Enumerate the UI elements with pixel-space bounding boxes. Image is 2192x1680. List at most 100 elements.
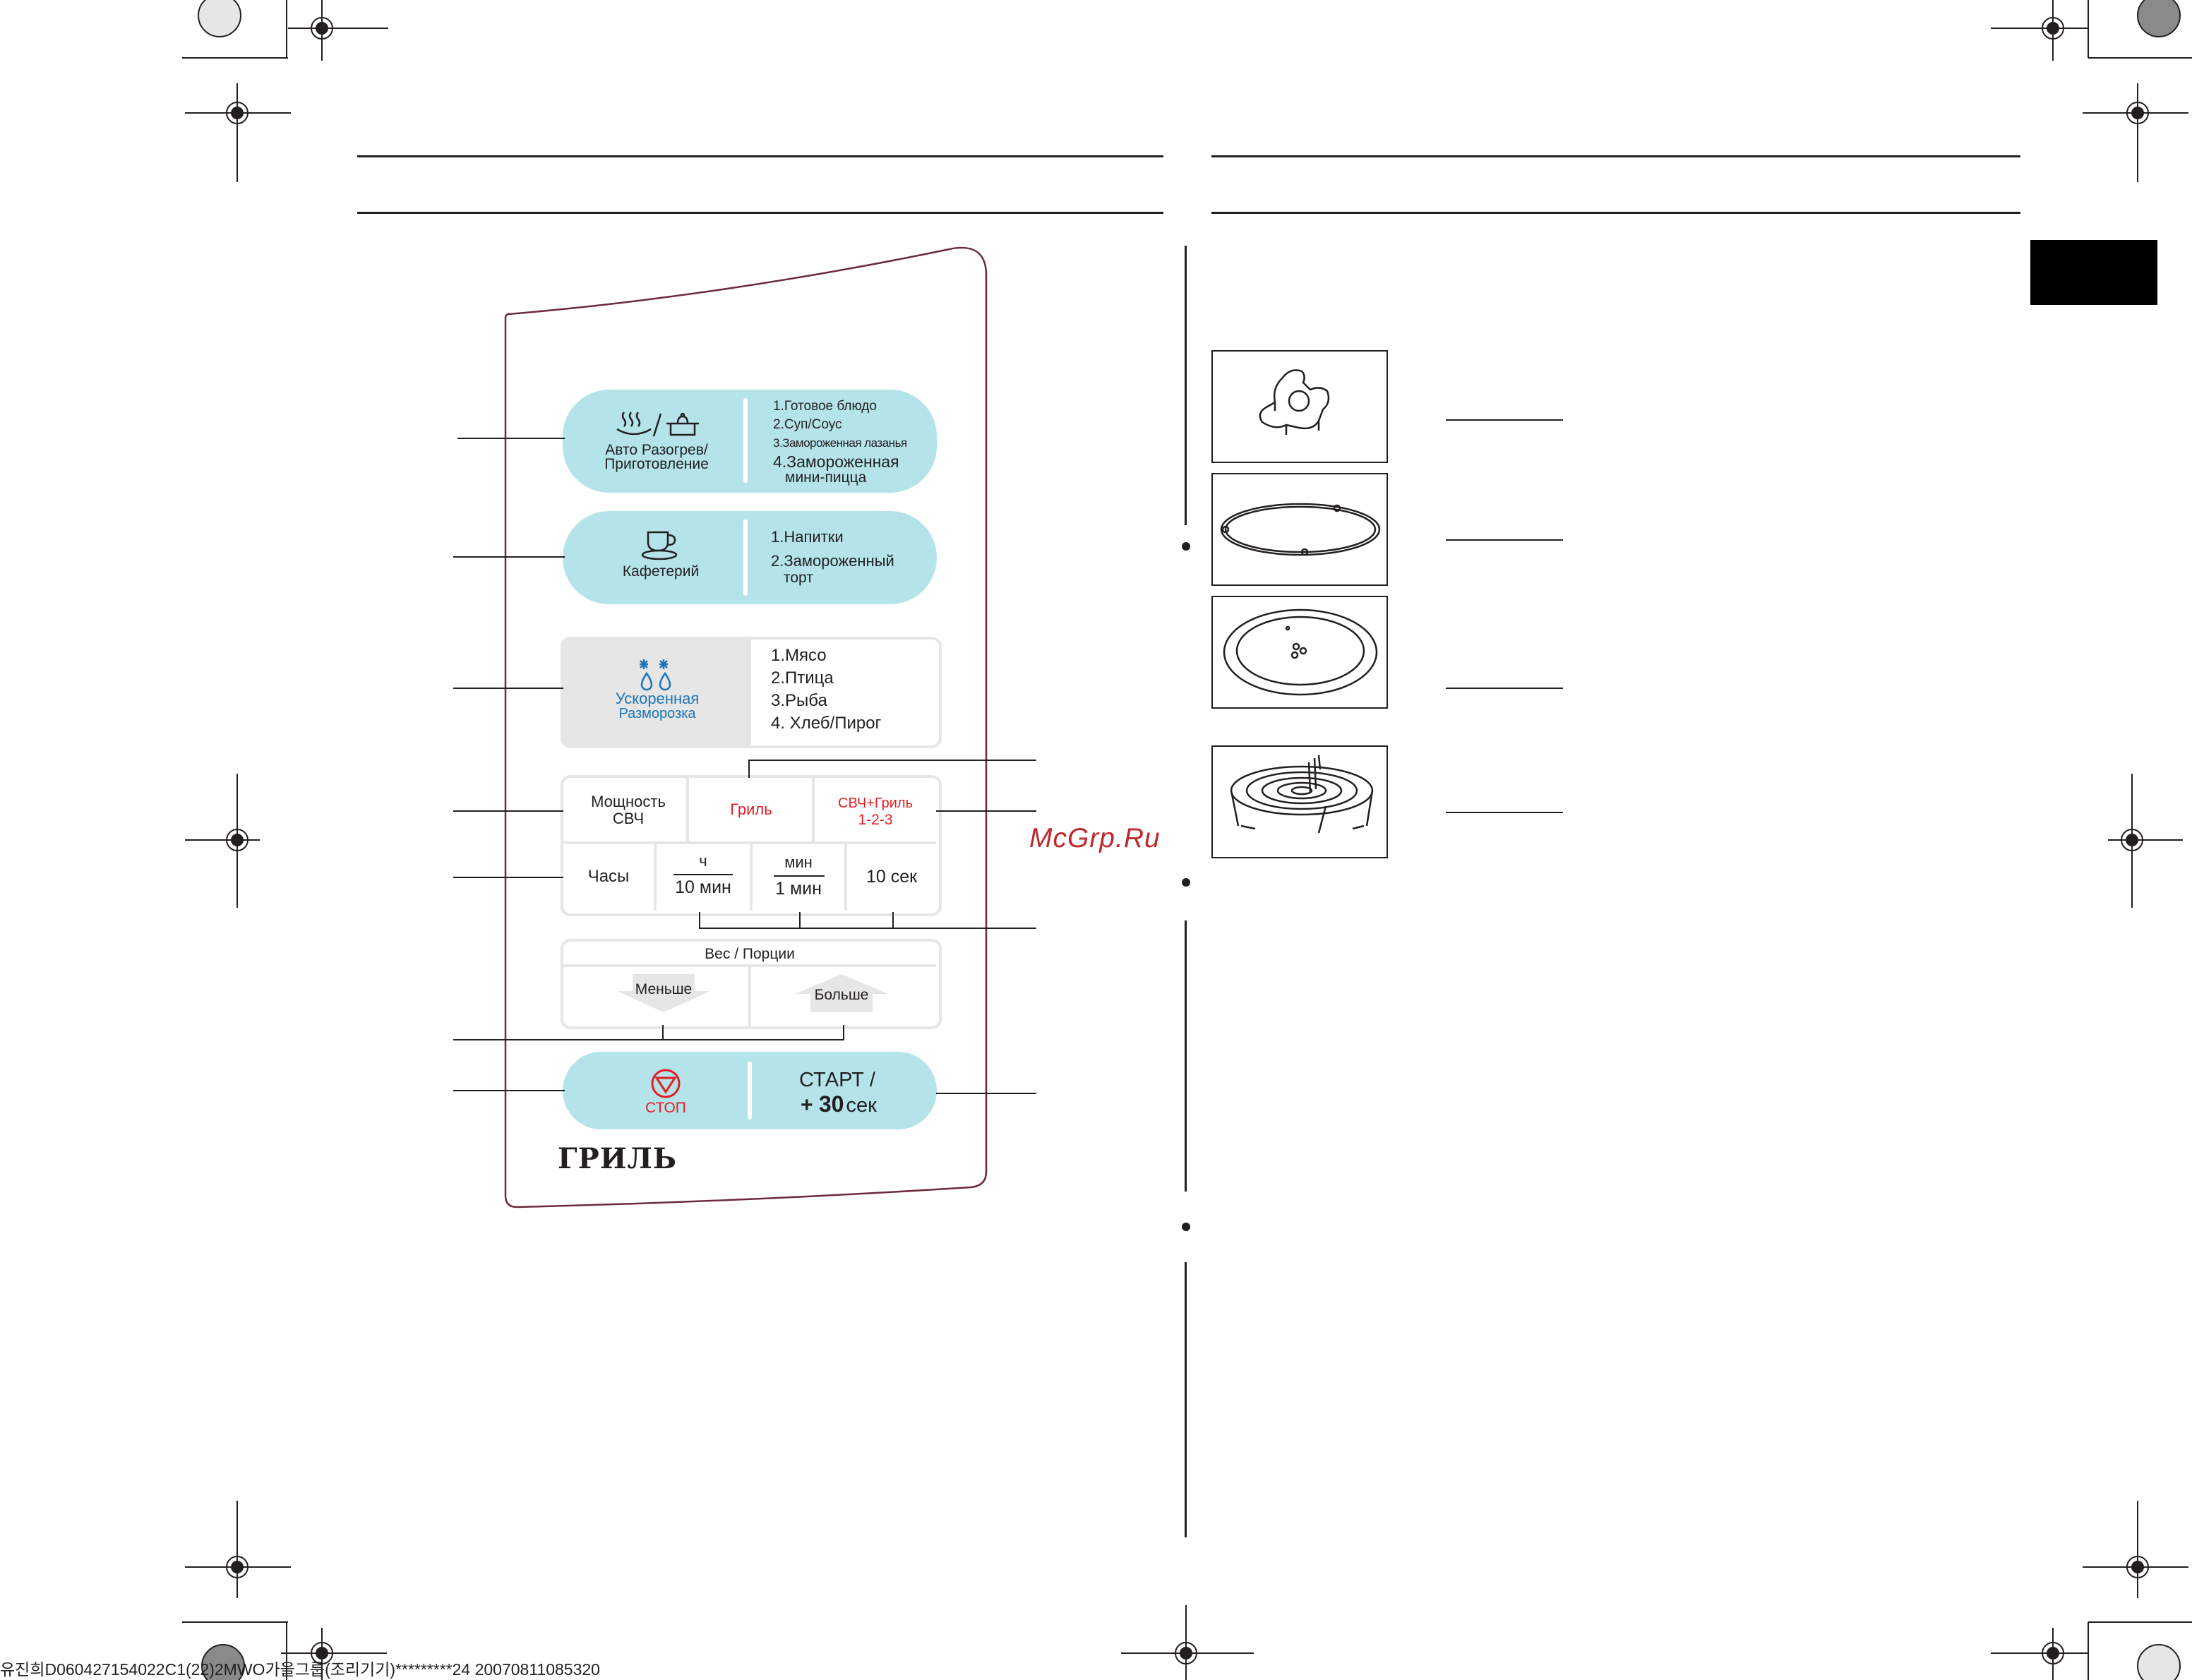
callout-tick-8 bbox=[748, 760, 750, 778]
callout-tick-6b bbox=[843, 1025, 844, 1040]
grill-rack-image bbox=[1211, 745, 1388, 858]
registration-mark-mid-left bbox=[185, 774, 260, 908]
grill-label: Гриль bbox=[730, 800, 772, 818]
watermark: McGrp.Ru bbox=[1029, 823, 1161, 853]
pill-divider bbox=[743, 520, 748, 596]
grid-vline-2 bbox=[812, 778, 815, 843]
auto-cook-option-2: 2.Суп/Соус bbox=[773, 417, 842, 432]
grill-rack-label-line bbox=[1446, 812, 1563, 813]
callout-line-7 bbox=[453, 1090, 565, 1091]
column-separator-3 bbox=[1185, 1262, 1187, 1537]
registration-mark-mid-right bbox=[2108, 774, 2183, 908]
minute-fraction-bar bbox=[774, 875, 825, 877]
hour-fraction-bar bbox=[673, 874, 733, 875]
left-top-rule bbox=[357, 155, 1163, 157]
registration-mark-bottom-center bbox=[1121, 1605, 1254, 1680]
minute-bottom-label: 1 мин bbox=[775, 879, 822, 899]
power-label-2: СВЧ bbox=[612, 810, 645, 827]
auto-cook-option-4: 4.Замороженная bbox=[773, 452, 899, 471]
registration-mark-top-left bbox=[182, 0, 291, 182]
auto-cook-option-3: 3.Замороженная лазанья bbox=[773, 436, 907, 450]
left-bottom-rule bbox=[357, 212, 1163, 214]
cafe-label: Кафетерий bbox=[622, 563, 700, 580]
stop-label: СТОП bbox=[645, 1100, 686, 1116]
power-label-1: Мощность bbox=[591, 793, 666, 810]
auto-cook-label-2: Приготовление bbox=[604, 456, 709, 472]
weight-title: Вес / Порции bbox=[705, 946, 795, 962]
combi-label-2: 1-2-3 bbox=[858, 812, 893, 828]
auto-cook-button[interactable] bbox=[563, 390, 937, 493]
grill-rack-icon bbox=[1230, 755, 1374, 834]
callout-line-8 bbox=[748, 760, 1036, 761]
turntable-label-line bbox=[1446, 688, 1563, 689]
column-separator-2 bbox=[1185, 920, 1187, 1192]
defrost-option-3: 3.Рыба bbox=[771, 691, 827, 710]
cafe-button[interactable] bbox=[563, 511, 937, 604]
coupler-image bbox=[1211, 350, 1388, 463]
callout-line-2 bbox=[453, 556, 565, 558]
ten-sec-label: 10 сек bbox=[866, 867, 918, 887]
coupler-icon bbox=[1259, 369, 1330, 435]
pill-divider bbox=[743, 398, 748, 483]
start-label-1: СТАРТ / bbox=[799, 1069, 875, 1091]
roller-ring-icon bbox=[1220, 503, 1381, 556]
start-sec: сек bbox=[846, 1094, 877, 1117]
arrow-down-icon[interactable] bbox=[616, 973, 712, 1014]
column-separator-1 bbox=[1185, 246, 1187, 525]
start-30: 30 bbox=[818, 1091, 844, 1117]
roller-ring-image bbox=[1211, 473, 1388, 586]
roller-ring-label-line bbox=[1446, 539, 1563, 541]
turntable-icon bbox=[1223, 608, 1378, 696]
less-label: Меньше bbox=[635, 981, 693, 997]
separator-dot-3 bbox=[1182, 1223, 1190, 1231]
right-top-rule bbox=[1211, 155, 2020, 157]
auto-cook-label-1: Авто Разогрев/ bbox=[605, 442, 708, 458]
callout-tick-10a bbox=[699, 912, 700, 929]
clock-label: Часы bbox=[587, 867, 630, 886]
turntable-image bbox=[1211, 596, 1388, 709]
auto-cook-option-1: 1.Готовое блюдо bbox=[773, 399, 877, 414]
sunburst-top-left bbox=[198, 0, 241, 37]
callout-line-10 bbox=[699, 928, 1036, 929]
stop-icon bbox=[651, 1069, 681, 1098]
right-bottom-rule bbox=[1211, 212, 2020, 214]
combi-label-1: СВЧ+Гриль bbox=[838, 796, 913, 811]
defrost-label-2: Разморозка bbox=[618, 706, 696, 721]
stop-start-pill bbox=[563, 1052, 937, 1129]
arrow-up-icon[interactable] bbox=[793, 973, 890, 1014]
callout-tick-6a bbox=[662, 1025, 664, 1040]
registration-mark-top-left-2 bbox=[288, 0, 388, 61]
print-slug: 유진희D060427154022C1(22)2MWO가을그룹(조리기기)****… bbox=[0, 1660, 600, 1679]
callout-line-3 bbox=[453, 688, 563, 689]
steam-pot-icon bbox=[616, 412, 699, 437]
coupler-label-line bbox=[1446, 419, 1563, 421]
coffee-cup-icon bbox=[641, 531, 678, 560]
defrost-icon-area bbox=[563, 640, 751, 745]
cafe-option-2: 2.Замороженный bbox=[771, 552, 894, 570]
separator-dot-1 bbox=[1182, 542, 1190, 551]
cafe-option-3: торт bbox=[784, 570, 813, 586]
registration-mark-top-right bbox=[1991, 0, 2192, 182]
grid-hline bbox=[563, 841, 936, 844]
registration-mark-bottom-left bbox=[182, 1501, 387, 1680]
defrost-option-4: 4. Хлеб/Пирог bbox=[771, 714, 882, 733]
callout-line-1 bbox=[457, 438, 565, 439]
callout-line-5 bbox=[453, 877, 563, 878]
weight-portion-block bbox=[561, 939, 942, 1029]
callout-line-9 bbox=[936, 810, 1036, 812]
hour-bottom-label: 10 мин bbox=[675, 877, 731, 897]
cafe-option-1: 1.Напитки bbox=[771, 528, 844, 546]
grid-vline-1 bbox=[686, 778, 689, 843]
pill-divider bbox=[748, 1062, 752, 1120]
callout-tick-10b bbox=[799, 912, 801, 929]
defrost-label-1: Ускоренная bbox=[615, 690, 700, 707]
model-label: ГРИЛЬ bbox=[558, 1142, 677, 1175]
more-label: Больше bbox=[814, 987, 869, 1003]
callout-line-11 bbox=[936, 1093, 1036, 1094]
grid-vline-3 bbox=[654, 844, 657, 911]
minute-top-label: мин bbox=[784, 853, 813, 871]
weight-vline bbox=[748, 967, 751, 1026]
grid-vline-5 bbox=[844, 844, 847, 911]
registration-mark-bottom-right bbox=[1991, 1501, 2192, 1680]
